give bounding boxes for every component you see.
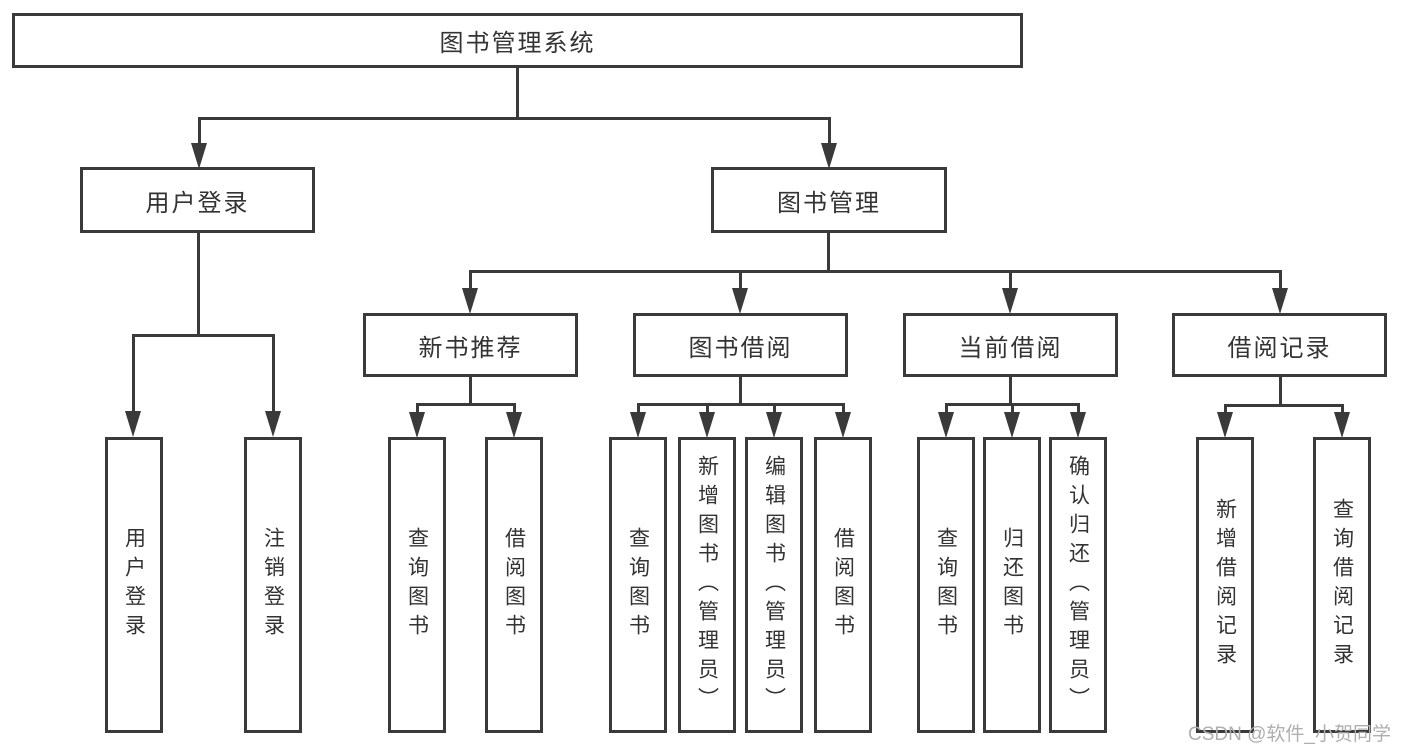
arrow-down-icon (835, 412, 851, 438)
node-new-book-recommend: 新书推荐 (363, 313, 578, 377)
node-label: 确认归还（管理员） (1066, 454, 1090, 716)
arrow-down-icon (1272, 288, 1288, 314)
arrow-down-icon (821, 143, 837, 169)
watermark: CSDN @软件_小贺同学 (1188, 724, 1391, 745)
connector-line (739, 376, 742, 406)
node-book-borrowing: 图书借阅 (633, 313, 848, 377)
connector-line (469, 376, 472, 406)
node-confirm-return-admin: 确认归还（管理员） (1049, 437, 1107, 733)
node-borrow-books: 借阅图书 (814, 437, 872, 733)
connector-line (132, 334, 135, 412)
node-label: 查询图书 (405, 527, 429, 643)
connector-line (1011, 403, 1014, 413)
connector-line (1224, 404, 1344, 407)
connector-line (416, 403, 419, 413)
node-label: 新增借阅记录 (1213, 498, 1237, 672)
node-borrow-records: 借阅记录 (1172, 313, 1387, 377)
arrow-down-icon (938, 412, 954, 438)
node-label: 图书借阅 (688, 334, 793, 362)
connector-line (1009, 376, 1012, 406)
connector-line (469, 270, 1282, 273)
arrow-down-icon (1334, 412, 1350, 438)
connector-line (1224, 404, 1227, 413)
node-add-borrow-record: 新增借阅记录 (1196, 437, 1254, 733)
node-query-books: 查询图书 (388, 437, 446, 733)
node-edit-books-admin: 编辑图书（管理员） (745, 437, 803, 733)
connector-line (1279, 270, 1282, 290)
connector-line (1077, 403, 1080, 413)
connector-line (637, 403, 845, 406)
node-user-login: 用户登录 (80, 167, 315, 233)
node-query-books: 查询图书 (609, 437, 667, 733)
node-label: 借阅图书 (831, 527, 855, 643)
node-return-books: 归还图书 (983, 437, 1041, 733)
node-label: 图书管理 (777, 189, 881, 217)
node-label: 查询图书 (626, 527, 650, 643)
connector-line (198, 117, 830, 120)
connector-line (773, 403, 776, 413)
node-user-login-leaf: 用户登录 (105, 437, 163, 733)
connector-line (828, 117, 831, 146)
connector-line (197, 233, 200, 337)
connector-line (272, 334, 275, 412)
node-label: 图书管理系统 (439, 30, 596, 57)
node-label: 当前借阅 (958, 334, 1063, 362)
node-current-borrowing: 当前借阅 (903, 313, 1118, 377)
node-book-management: 图书管理 (711, 167, 947, 233)
connector-line (706, 403, 709, 413)
node-label: 查询借阅记录 (1330, 498, 1354, 672)
node-label: 用户登录 (145, 189, 250, 217)
node-label: 注销登录 (261, 527, 285, 643)
arrow-down-icon (1217, 412, 1233, 438)
connector-line (827, 233, 830, 273)
connector-line (516, 68, 519, 119)
node-library-management-system: 图书管理系统 (12, 13, 1023, 68)
connector-line (945, 403, 948, 413)
node-label: 查询图书 (934, 527, 958, 643)
arrow-down-icon (1070, 412, 1086, 438)
connector-line (132, 334, 275, 337)
connector-line (842, 403, 845, 413)
node-label: 新书推荐 (418, 334, 523, 362)
arrow-down-icon (125, 411, 141, 437)
arrow-down-icon (732, 288, 748, 314)
arrow-down-icon (1004, 412, 1020, 438)
arrow-down-icon (506, 412, 522, 438)
node-label: 归还图书 (1000, 527, 1024, 643)
arrow-down-icon (1002, 288, 1018, 314)
connector-line (637, 403, 640, 413)
node-query-borrow-record: 查询借阅记录 (1313, 437, 1371, 733)
connector-line (1341, 404, 1344, 413)
arrow-down-icon (699, 412, 715, 438)
connector-line (1279, 376, 1282, 407)
node-logout: 注销登录 (244, 437, 302, 733)
arrow-down-icon (409, 412, 425, 438)
arrow-down-icon (265, 411, 281, 437)
connector-line (739, 270, 742, 290)
arrow-down-icon (766, 412, 782, 438)
node-borrow-books: 借阅图书 (485, 437, 543, 733)
node-query-books: 查询图书 (917, 437, 975, 733)
connector-line (513, 403, 516, 413)
node-label: 借阅图书 (502, 527, 526, 643)
node-add-books-admin: 新增图书（管理员） (678, 437, 736, 733)
connector-line (416, 403, 516, 406)
connector-line (1009, 270, 1012, 290)
arrow-down-icon (462, 288, 478, 314)
node-label: 用户登录 (122, 527, 146, 643)
connector-line (469, 270, 472, 290)
node-label: 新增图书（管理员） (695, 454, 719, 716)
arrow-down-icon (191, 143, 207, 169)
connector-line (198, 117, 201, 146)
node-label: 编辑图书（管理员） (762, 454, 786, 716)
node-label: 借阅记录 (1227, 334, 1332, 362)
arrow-down-icon (630, 412, 646, 438)
